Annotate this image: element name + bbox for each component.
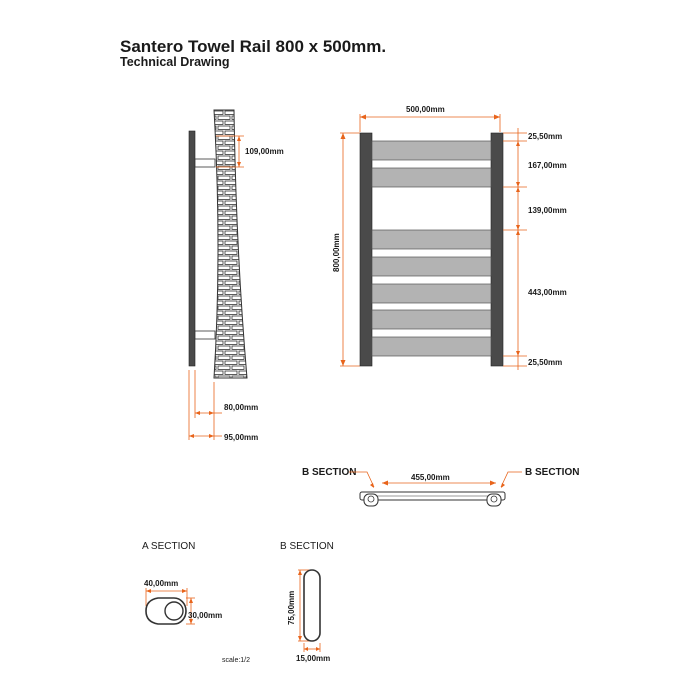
bottom-group-label: 443,00mm [528,288,567,297]
top-margin-label: 25,50mm [528,132,562,141]
front-view: 500,00mm 800,00mm 25,50mm 16 [332,105,567,370]
a-section-width-label: 40,00mm [144,579,178,588]
rung [371,309,492,330]
drawing-subtitle: Technical Drawing [120,55,230,69]
rung [371,256,492,277]
scale-label: scale:1/2 [222,657,250,664]
b-section-width-label: 15,00mm [296,654,330,663]
b-section-span-label: 455,00mm [411,473,450,482]
right-side-bar [490,132,504,367]
rung [371,229,492,250]
radiator-side-bar [188,130,196,367]
rung [371,336,492,357]
b-section-right-label: B SECTION [525,467,579,478]
side-depth-label: 109,00mm [245,147,284,156]
b-section-left-label: B SECTION [302,467,356,478]
wall-section [213,109,248,379]
left-side-bar [359,132,373,367]
b-section-plan: B SECTION B SECTION 455,00mm [302,467,579,507]
b-section-height-label: 75,00mm [287,591,296,625]
a-section-heading: A SECTION [142,541,195,552]
rung [371,167,492,188]
wall-offset-label: 80,00mm [224,403,258,412]
a-section: A SECTION 40,00mm 30,00mm [142,541,222,625]
top-bracket [194,158,216,168]
drawing-title: Santero Towel Rail 800 x 500mm. [120,37,386,56]
b-section-profile [303,569,321,642]
front-height-label: 800,00mm [332,233,341,272]
total-depth-label: 95,00mm [224,433,258,442]
b-section-right-cap [486,493,502,507]
b-section-left-cap [363,493,379,507]
side-view: 109,00mm 80,00mm 95,00mm [188,109,284,442]
b-section-detail: B SECTION 75,00mm 15,00mm [280,541,334,663]
rung [371,140,492,161]
rung [371,283,492,304]
gap-label: 139,00mm [528,206,567,215]
a-section-height-label: 30,00mm [188,611,222,620]
bottom-bracket [194,330,216,340]
front-width-label: 500,00mm [406,105,445,114]
bottom-margin-label: 25,50mm [528,358,562,367]
b-section-heading: B SECTION [280,541,334,552]
a-section-bore [164,601,184,621]
top-group-label: 167,00mm [528,161,567,170]
